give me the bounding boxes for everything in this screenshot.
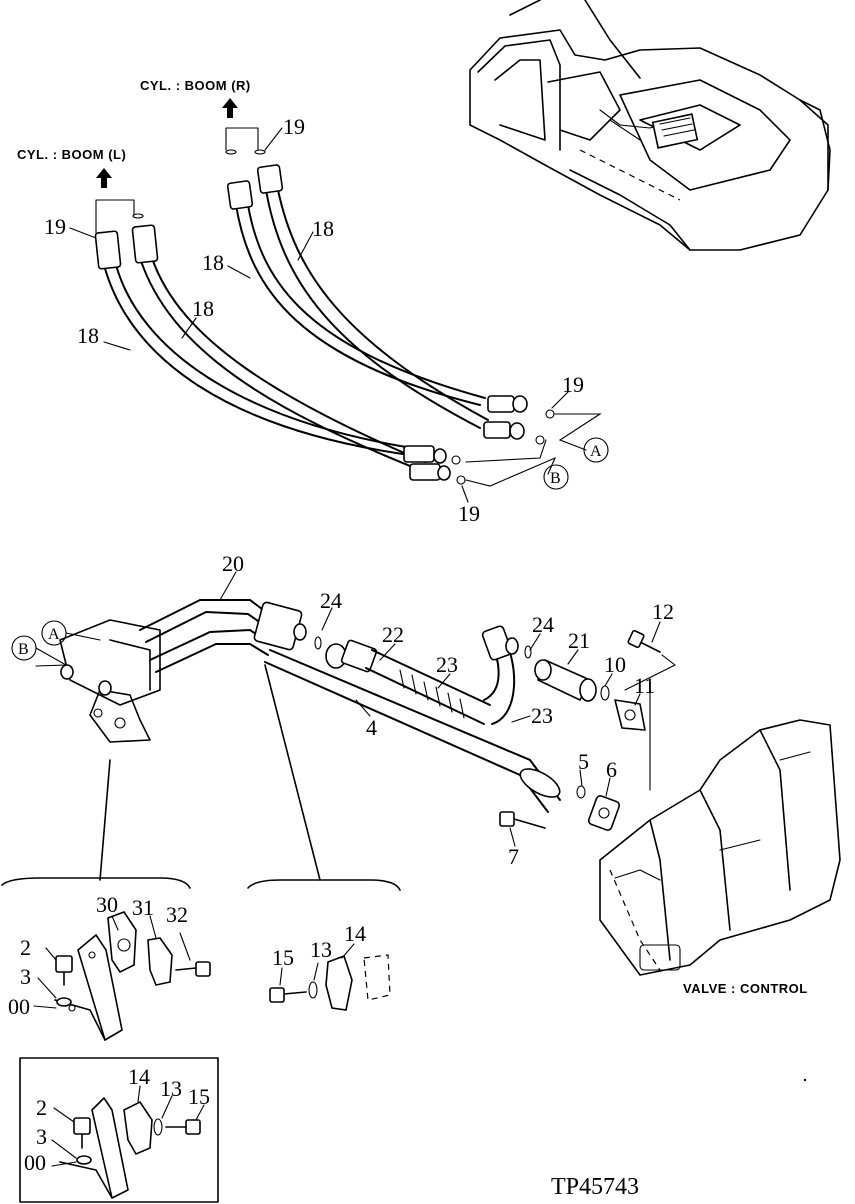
callout-18-d: 18 <box>77 323 99 348</box>
callout-11: 11 <box>634 673 655 698</box>
drawing-code: TP45743 <box>551 1174 639 1200</box>
callout-b-left: B <box>18 641 29 658</box>
detail-left <box>1 877 211 1041</box>
callout-24-b: 24 <box>532 612 554 637</box>
callout-00-left: 00 <box>8 994 30 1019</box>
callout-20: 20 <box>222 551 244 576</box>
pipe-assembly: A B <box>11 571 841 976</box>
detail-box <box>19 1057 219 1203</box>
callout-a-top: A <box>590 443 602 460</box>
callout-00-box: 00 <box>24 1150 46 1175</box>
callout-23-b: 23 <box>531 703 553 728</box>
callout-5: 5 <box>578 749 589 774</box>
callout-2-left: 2 <box>20 935 31 960</box>
callout-12: 12 <box>652 599 674 624</box>
callout-19-left: 19 <box>44 214 66 239</box>
callout-15-center: 15 <box>272 945 294 970</box>
callout-19-right: 19 <box>562 372 584 397</box>
caption-boom-left: CYL. : BOOM (L) <box>17 147 126 162</box>
callout-15-box: 15 <box>188 1084 210 1109</box>
callout-21: 21 <box>568 628 590 653</box>
callout-13-center: 13 <box>310 937 332 962</box>
callout-a-left: A <box>48 626 60 643</box>
callout-18-c: 18 <box>192 296 214 321</box>
callout-6: 6 <box>606 757 617 782</box>
boom-cylinder-hoses: A B <box>69 98 609 503</box>
callout-23-a: 23 <box>436 652 458 677</box>
callout-7: 7 <box>508 844 519 869</box>
callout-24-a: 24 <box>320 588 342 613</box>
callout-2-box: 2 <box>36 1095 47 1120</box>
caption-boom-right: CYL. : BOOM (R) <box>140 78 251 93</box>
caption-valve-control: VALVE : CONTROL <box>683 981 808 996</box>
callout-4: 4 <box>366 715 377 740</box>
callout-13-box: 13 <box>160 1076 182 1101</box>
callout-14-box: 14 <box>128 1064 150 1089</box>
detail-center <box>247 879 401 1011</box>
callout-b-top: B <box>550 470 561 487</box>
excavator-illustration <box>469 0 831 251</box>
callout-18-b: 18 <box>202 250 224 275</box>
callout-3-left: 3 <box>20 964 31 989</box>
callout-31: 31 <box>132 895 154 920</box>
callout-19-bottom: 19 <box>458 501 480 526</box>
callout-19-top: 19 <box>283 114 305 139</box>
callout-22: 22 <box>382 622 404 647</box>
speck <box>803 1078 807 1082</box>
callout-14-center: 14 <box>344 921 366 946</box>
callout-10: 10 <box>604 652 626 677</box>
callout-32: 32 <box>166 902 188 927</box>
callout-18-a: 18 <box>312 216 334 241</box>
callout-30: 30 <box>96 892 118 917</box>
callout-3-box: 3 <box>36 1124 47 1149</box>
